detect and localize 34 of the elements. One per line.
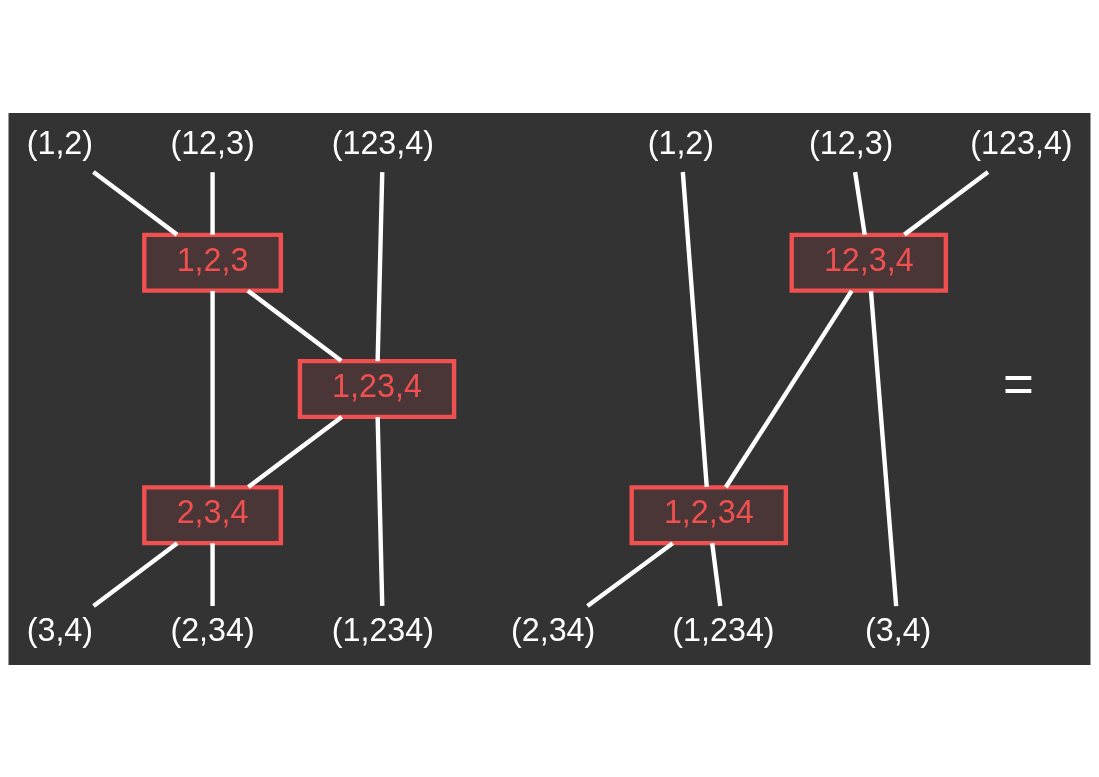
node-text: (12,3)	[170, 124, 255, 161]
label: =	[1003, 353, 1034, 413]
connector	[92, 541, 179, 608]
node-text: (2,34)	[170, 611, 255, 648]
node-box: 1,2,3	[142, 232, 284, 293]
node-text: (1,2)	[647, 124, 715, 161]
node-text: (1,2)	[26, 124, 94, 161]
connector	[723, 289, 854, 488]
node-box: 1,23,4	[297, 358, 457, 419]
connector	[375, 171, 385, 361]
node-text: (123,4)	[331, 124, 435, 161]
node-text: (1,234)	[672, 611, 775, 648]
connector	[586, 541, 674, 608]
node-text: (2,34)	[511, 611, 596, 648]
connector	[868, 290, 899, 606]
connector	[210, 171, 215, 235]
connector	[680, 171, 709, 487]
node-text: (1,234)	[331, 611, 435, 648]
connector	[92, 169, 179, 236]
node-text: (123,4)	[970, 124, 1073, 161]
connector	[210, 290, 215, 487]
node-box: 1,2,34	[629, 484, 789, 545]
connector	[210, 542, 215, 606]
connector	[710, 542, 723, 606]
node-box: 2,3,4	[142, 484, 284, 545]
connector	[375, 416, 385, 606]
node-text: (3,4)	[864, 611, 932, 648]
node-box: 12,3,4	[789, 232, 949, 293]
connector	[903, 169, 990, 236]
node-text: (3,4)	[26, 611, 94, 648]
connector	[852, 171, 867, 235]
node-text: (12,3)	[809, 124, 894, 161]
connector	[247, 414, 344, 489]
connector	[246, 288, 343, 362]
